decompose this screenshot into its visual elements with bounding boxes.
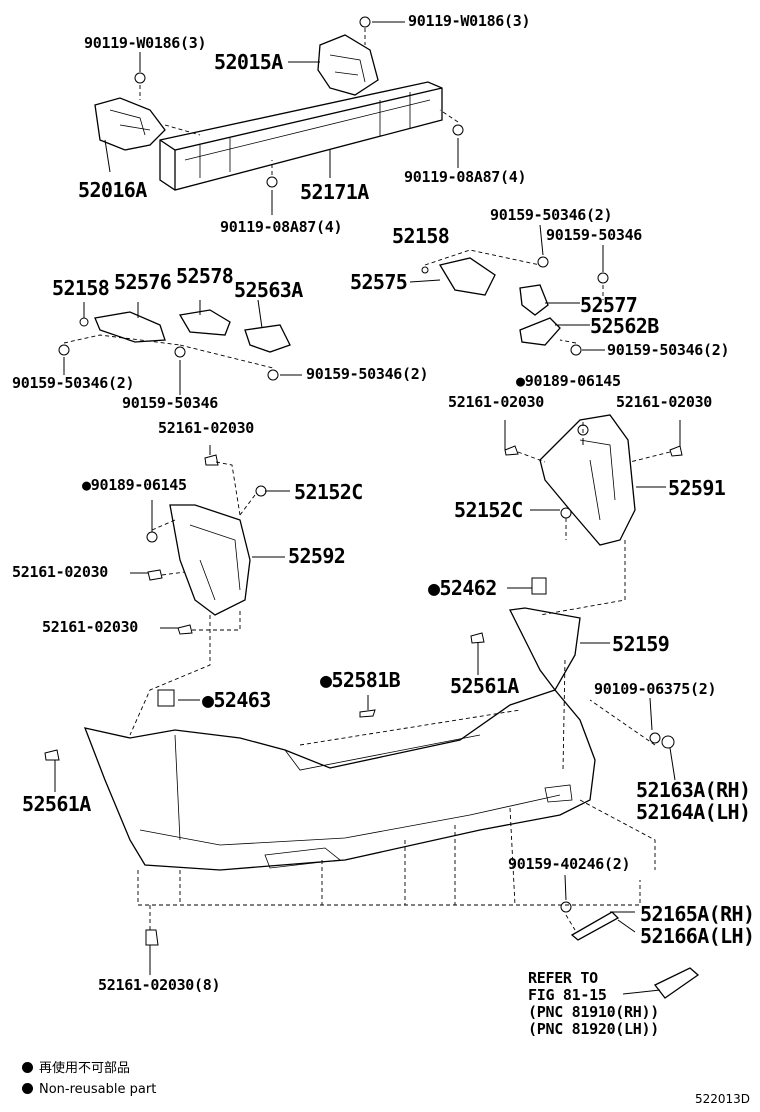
label-52563a: 52563A (234, 278, 303, 302)
label-52581b: ●52581B (320, 668, 401, 692)
retainer-52576 (94, 311, 166, 343)
label-52166a: 52166A(LH) (640, 924, 755, 948)
label-52161-02030-l2: 52161-02030 (42, 618, 139, 636)
label-90119-w0186-left: 90119-W0186(3) (84, 34, 207, 52)
support-52591 (539, 414, 636, 546)
label-90159-50346-top: 90159-50346 (546, 226, 643, 244)
label-52158-mid: 52158 (392, 224, 450, 248)
label-52576: 52576 (114, 270, 172, 294)
label-52016a: 52016A (78, 178, 147, 202)
reflector-81910 (653, 967, 700, 999)
label-52161-02030-r2: 52161-02030 (616, 393, 713, 411)
label-90159-50346-left: 90159-50346 (122, 394, 219, 412)
label-52171a: 52171A (300, 180, 369, 204)
label-90159-50346-2-center: 90159-50346(2) (306, 365, 429, 383)
reflector-52165a (570, 911, 620, 941)
retainer-52562b (519, 317, 561, 346)
rear-bumper-cover (83, 689, 596, 871)
label-52578: 52578 (176, 264, 234, 288)
retainer-52578 (178, 309, 231, 336)
assembly-lines (63, 28, 671, 931)
retainer-52563a (244, 324, 291, 353)
label-52158-left: 52158 (52, 276, 110, 300)
bumper-piece-52159 (509, 607, 581, 692)
label-52575: 52575 (350, 270, 408, 294)
bracket-52016a (94, 97, 166, 151)
label-52591: 52591 (668, 476, 726, 500)
refer-line-4: (PNC 81920(LH)) (528, 1020, 659, 1038)
label-52015a: 52015A (214, 50, 283, 74)
label-52161-02030-l1: 52161-02030 (12, 563, 109, 581)
label-52159: 52159 (612, 632, 670, 656)
label-52163a: 52163A(RH) (636, 778, 751, 802)
refer-line-1: REFER TO (528, 969, 598, 987)
refer-line-2: FIG 81-15 (528, 986, 607, 1004)
reinforcement-beam-52171a (159, 81, 443, 191)
label-52152c-left: 52152C (294, 480, 363, 504)
label-52462: ●52462 (428, 576, 497, 600)
label-90119-08a87-right: 90119-08A87(4) (404, 168, 527, 186)
label-90159-50346-2-left: 90159-50346(2) (12, 374, 135, 392)
non-reusable-dot-icon (22, 1083, 33, 1094)
label-52577: 52577 (580, 293, 638, 317)
fasteners (44, 16, 683, 946)
legend-english-text: Non-reusable part (39, 1082, 157, 1097)
leader-lines (54, 21, 681, 995)
label-90159-40246: 90159-40246(2) (508, 855, 631, 873)
label-90159-50346-2-top: 90159-50346(2) (490, 206, 613, 224)
label-52463: ●52463 (202, 688, 271, 712)
retainer-52577 (519, 284, 549, 316)
non-reusable-dot-icon (22, 1062, 33, 1073)
legend-chinese: 再使用不可部品 (22, 1062, 130, 1075)
legend-english: Non-reusable part (22, 1083, 156, 1096)
label-52161-02030-l-top: 52161-02030 (158, 419, 255, 437)
refer-note: REFER TO FIG 81-15 (PNC 81910(RH)) (PNC … (528, 970, 659, 1038)
bracket-52015a (317, 34, 379, 96)
label-52161-02030-8: 52161-02030(8) (98, 976, 221, 994)
refer-line-3: (PNC 81910(RH)) (528, 1003, 659, 1021)
support-52592 (169, 504, 251, 616)
label-90189-06145-left: ●90189-06145 (82, 476, 187, 494)
label-90189-06145-right: ●90189-06145 (516, 372, 621, 390)
label-52561a-left: 52561A (22, 792, 91, 816)
label-90159-50346-2-right: 90159-50346(2) (607, 341, 730, 359)
label-52165a: 52165A(RH) (640, 902, 755, 926)
label-52152c-right: 52152C (454, 498, 523, 522)
diagram-id: 522013D (694, 1092, 750, 1106)
label-52592: 52592 (288, 544, 346, 568)
label-52562b: 52562B (590, 314, 659, 338)
label-90119-w0186-top: 90119-W0186(3) (408, 12, 531, 30)
label-52161-02030-r1: 52161-02030 (448, 393, 545, 411)
retainer-52575 (438, 257, 496, 296)
label-90119-08a87-mid: 90119-08A87(4) (220, 218, 343, 236)
label-52164a: 52164A(LH) (636, 800, 751, 824)
label-90109-06375: 90109-06375(2) (594, 680, 717, 698)
legend-chinese-text: 再使用不可部品 (39, 1061, 131, 1076)
label-52561a-right: 52561A (450, 674, 519, 698)
